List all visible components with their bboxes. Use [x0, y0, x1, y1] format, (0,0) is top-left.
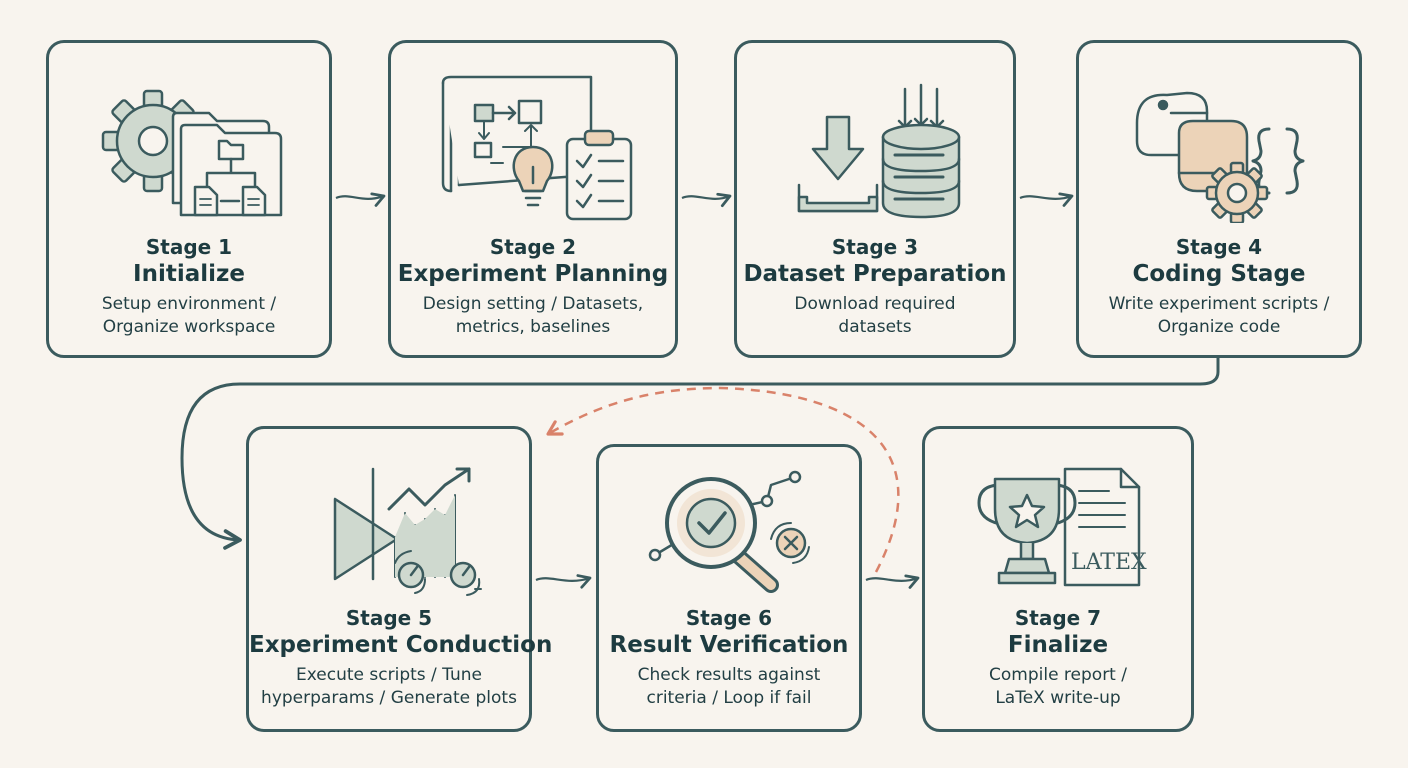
- python-braces-gear-icon: [1135, 91, 1305, 223]
- stage-card-1: Stage 1 Initialize Setup environment / O…: [46, 40, 332, 358]
- stage-label: Stage 4: [1175, 235, 1263, 259]
- stage-label: Stage 7: [1014, 606, 1102, 630]
- stage-card-6: Stage 6 Result Verification Check result…: [596, 444, 862, 732]
- stage-title: Initialize: [133, 261, 245, 287]
- stage-description: Download required datasets: [794, 294, 956, 337]
- stage-description: Execute scripts / Tune hyperparams / Gen…: [261, 665, 517, 708]
- arrow-5-to-6: [535, 574, 592, 589]
- arrow-1-to-2: [335, 192, 386, 207]
- stage-card-4: Stage 4 Coding Stage Write experiment sc…: [1076, 40, 1362, 358]
- stage-description: Check results against criteria / Loop if…: [637, 665, 821, 708]
- arrow-2-to-3: [681, 192, 732, 208]
- stage-description: Setup environment / Organize workspace: [101, 294, 277, 337]
- blueprint-lightbulb-clipboard-icon: [441, 75, 633, 221]
- gear-folder-icon: [101, 89, 283, 217]
- stage-title: Finalize: [1007, 632, 1109, 658]
- stage-card-2: Stage 2 Experiment Planning Design setti…: [388, 40, 678, 358]
- stage-title: Result Verification: [609, 632, 849, 658]
- stage-label: Stage 5: [345, 606, 433, 630]
- arrow-6-to-7: [865, 574, 920, 589]
- play-chart-dials-icon: [333, 467, 482, 596]
- magnifier-check-icon: [648, 470, 810, 593]
- arrow-3-to-4: [1019, 192, 1074, 207]
- trophy-latex-document-icon: LATEX: [977, 467, 1147, 587]
- stage-card-3: Stage 3 Dataset Preparation Download req…: [734, 40, 1016, 358]
- stage-card-5: Stage 5 Experiment Conduction Execute sc…: [246, 426, 553, 732]
- stage-title: Experiment Conduction: [249, 632, 553, 658]
- stage-description: Write experiment scripts / Organize code: [1108, 294, 1330, 337]
- stage-label: Stage 6: [685, 606, 773, 630]
- loop-back-arrow: [546, 386, 900, 573]
- latex-logo: LATEX: [1071, 550, 1147, 575]
- stage-description: Design setting / Datasets, metrics, base…: [422, 294, 644, 337]
- stage-label: Stage 3: [831, 235, 919, 259]
- stage-label: Stage 2: [489, 235, 577, 259]
- stage-label: Stage 1: [145, 235, 233, 259]
- stage-title: Experiment Planning: [397, 261, 669, 287]
- download-database-icon: [797, 83, 961, 219]
- arrow-4-to-5: [180, 358, 1220, 550]
- stage-card-7: LATEX Stage 7 Finalize Compile report / …: [922, 426, 1194, 732]
- stage-title: Dataset Preparation: [743, 261, 1007, 287]
- stage-description: Compile report / LaTeX write-up: [989, 665, 1127, 708]
- stage-title: Coding Stage: [1132, 261, 1306, 287]
